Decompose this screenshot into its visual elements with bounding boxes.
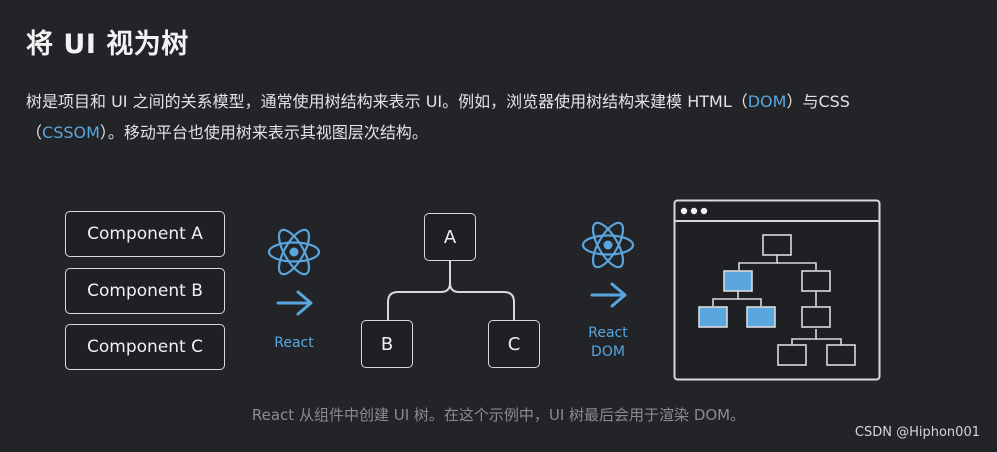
tree-node-b: B xyxy=(361,320,413,368)
react-dom-label-line-2: DOM xyxy=(591,344,625,360)
paragraph-text-2: ）与CSS xyxy=(786,92,850,111)
react-logo-icon xyxy=(267,228,321,276)
page-title: 将 UI 视为树 xyxy=(26,29,189,60)
component-a-box: Component A xyxy=(65,211,225,257)
watermark: CSDN @Hiphon001 xyxy=(854,425,980,440)
react-label: React xyxy=(274,335,314,351)
cssom-link[interactable]: CSSOM xyxy=(42,123,100,142)
react-dom-label-line-1: React xyxy=(588,325,628,341)
tree-node-a: A xyxy=(424,213,476,261)
component-b-box: Component B xyxy=(65,268,225,314)
react-dom-label: React DOM xyxy=(578,324,638,362)
paragraph-text-1: 树是项目和 UI 之间的关系模型，通常使用树结构来表示 UI。例如，浏览器使用树… xyxy=(26,92,748,111)
arrow-right-icon xyxy=(590,282,627,308)
tree-node-c: C xyxy=(488,320,540,368)
react-dom-logo-icon xyxy=(581,221,635,269)
dom-link[interactable]: DOM xyxy=(747,92,787,111)
component-c-box: Component C xyxy=(65,324,225,370)
paragraph-text-4: ）。移动平台也使用树来表示其视图层次结构。 xyxy=(99,123,428,142)
tree-connectors xyxy=(387,260,515,320)
intro-paragraph: 树是项目和 UI 之间的关系模型，通常使用树结构来表示 UI。例如，浏览器使用树… xyxy=(26,86,956,148)
paragraph-text-3: （ xyxy=(26,123,43,142)
browser-window-icon xyxy=(673,199,881,381)
arrow-right-icon xyxy=(276,290,313,316)
diagram-caption: React 从组件中创建 UI 树。在这个示例中，UI 树最后会用于渲染 DOM… xyxy=(251,406,746,424)
